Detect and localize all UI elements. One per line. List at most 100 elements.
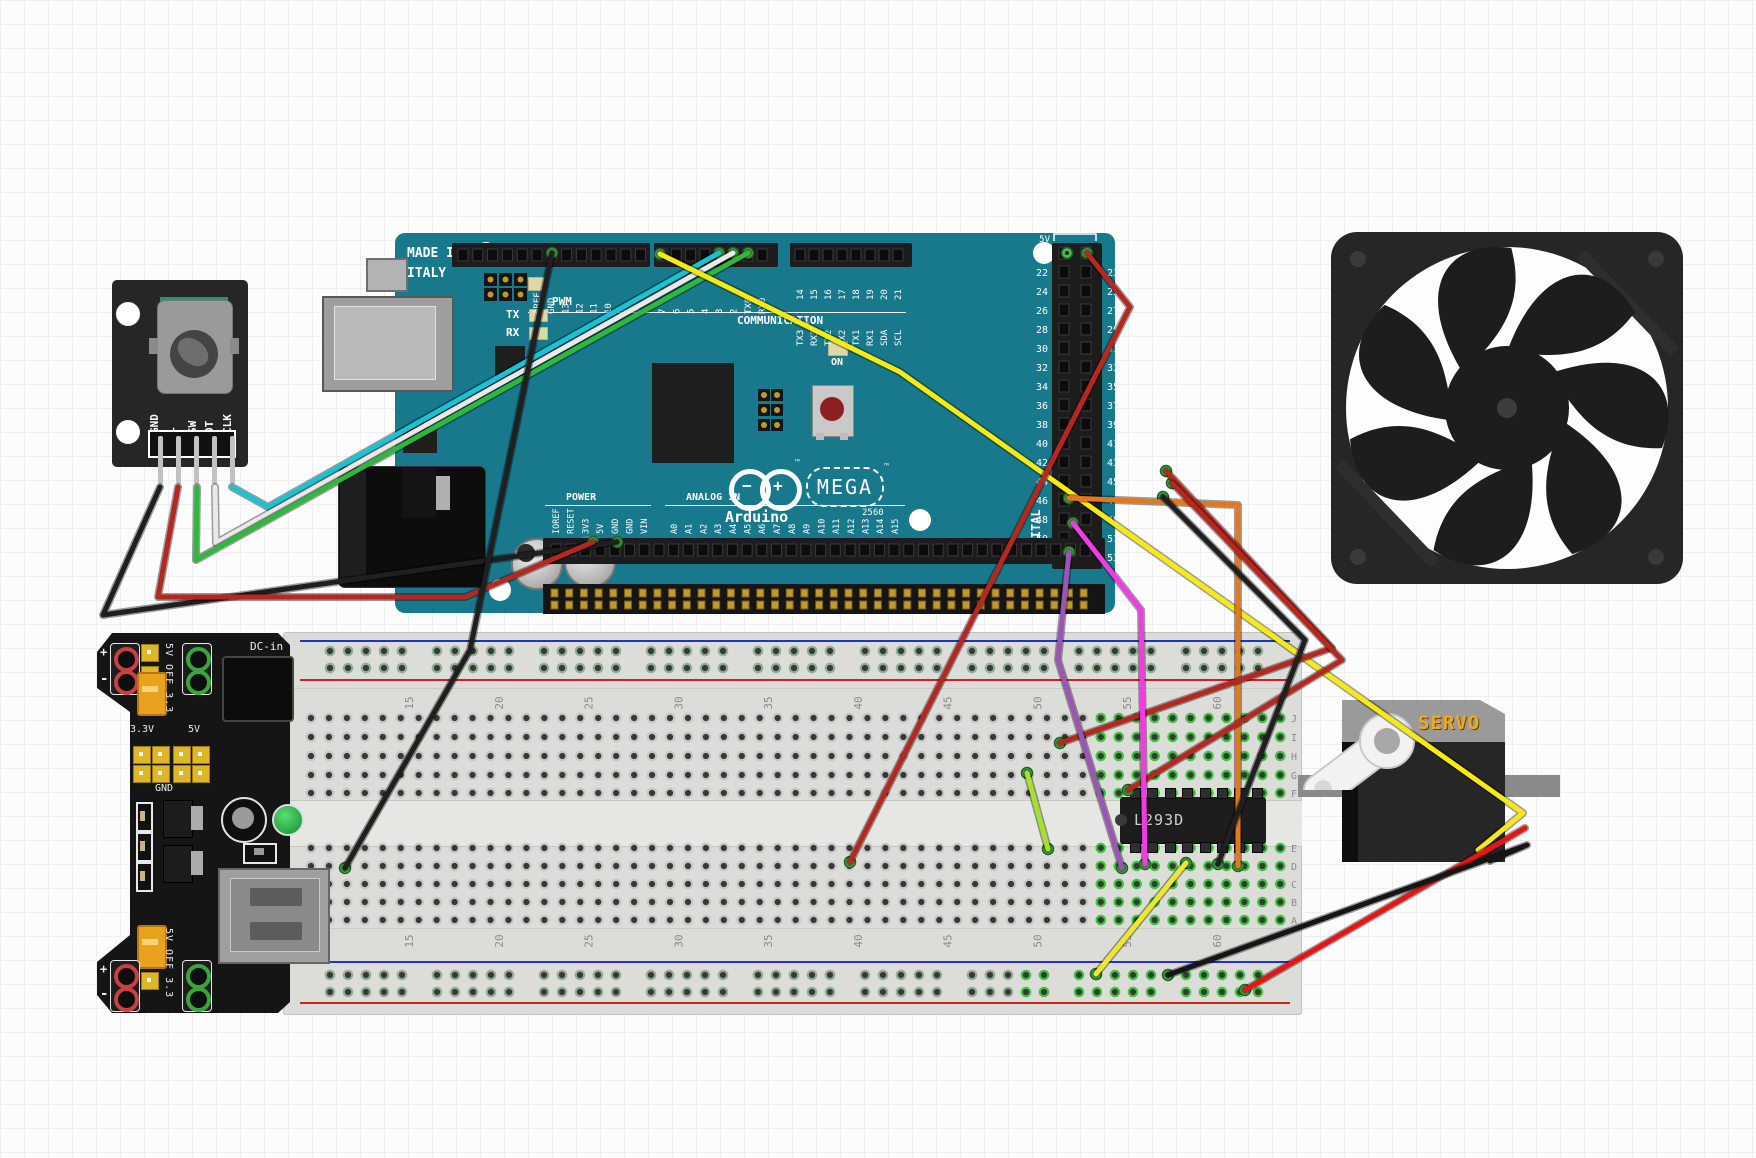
encoder-mounting-hole bbox=[113, 417, 143, 447]
chip-pin[interactable] bbox=[1199, 842, 1211, 853]
pm-plus-bottom: + bbox=[100, 962, 108, 976]
pm-5v-label: 5V bbox=[188, 724, 201, 735]
pm-regulator bbox=[163, 845, 193, 883]
pm-header-pin[interactable] bbox=[192, 746, 210, 764]
atmega2560-chip bbox=[652, 363, 734, 463]
led-tx bbox=[529, 309, 548, 322]
chip-number: 2560 bbox=[862, 508, 884, 518]
chip-notch bbox=[1115, 814, 1127, 826]
connection-dot[interactable] bbox=[1165, 476, 1179, 490]
analog-group-label: ANALOG IN bbox=[686, 492, 741, 503]
pm-out-pin[interactable] bbox=[186, 647, 211, 672]
chip-pin[interactable] bbox=[1251, 842, 1263, 853]
chip-pin[interactable] bbox=[1182, 788, 1194, 799]
mega-voltage-regulator-tab bbox=[436, 476, 450, 510]
capacitor bbox=[511, 538, 563, 590]
mounting-hole bbox=[489, 579, 511, 601]
chip-pin[interactable] bbox=[1217, 788, 1228, 799]
communication-label: COMMUNICATION bbox=[737, 314, 824, 327]
encoder-pin[interactable] bbox=[230, 436, 235, 484]
rail-line-blue-bottom bbox=[300, 961, 1290, 963]
pm-jumper-pin[interactable] bbox=[141, 644, 159, 662]
led-l bbox=[528, 277, 547, 291]
chip-pin[interactable] bbox=[1147, 842, 1159, 853]
encoder-pin[interactable] bbox=[212, 436, 217, 484]
chip-pin[interactable] bbox=[1199, 788, 1211, 799]
arduino-mega-board[interactable] bbox=[395, 233, 1115, 613]
chip-pin[interactable] bbox=[1234, 788, 1246, 799]
pm-usb-slot bbox=[250, 888, 302, 906]
pm-header-pin[interactable] bbox=[133, 746, 151, 764]
arduino-logo-minus: − bbox=[742, 476, 752, 495]
pm-usb-slot bbox=[250, 922, 302, 940]
encoder-tab bbox=[149, 338, 158, 354]
chip-pin[interactable] bbox=[1217, 842, 1228, 853]
cooling-fan[interactable] bbox=[1331, 232, 1683, 584]
reset-nub bbox=[840, 433, 848, 440]
pm-dcin-label: DC-in bbox=[250, 640, 284, 653]
pm-dc-jack[interactable] bbox=[222, 656, 294, 722]
connection-dot-center bbox=[1170, 481, 1174, 485]
led-tx-label: TX bbox=[506, 308, 520, 321]
pm-header-pin[interactable] bbox=[152, 746, 170, 764]
power-underline bbox=[545, 505, 651, 506]
capacitor bbox=[564, 536, 616, 588]
pm-header-pin[interactable] bbox=[173, 746, 191, 764]
fan-screw bbox=[1648, 251, 1664, 267]
usb-connector-inner bbox=[334, 306, 436, 380]
connection-dot[interactable] bbox=[1159, 464, 1173, 478]
pm-smd-diode bbox=[243, 843, 277, 864]
pm-header-pin[interactable] bbox=[152, 765, 170, 783]
mega-voltage-regulator bbox=[402, 468, 436, 518]
pm-dc-plus-pin[interactable] bbox=[114, 964, 139, 989]
chip-pin[interactable] bbox=[1182, 842, 1194, 853]
on-label: ON bbox=[831, 357, 844, 368]
pm-regulator-tab bbox=[191, 851, 203, 875]
encoder-dt-label: DT bbox=[203, 420, 216, 434]
usb-interface-chip bbox=[495, 346, 525, 376]
led-rx-label: RX bbox=[506, 326, 520, 339]
reset-button[interactable] bbox=[820, 397, 844, 421]
chip-pin[interactable] bbox=[1130, 788, 1141, 799]
italy-label: ITALY bbox=[407, 266, 447, 281]
chip-pin[interactable] bbox=[1251, 788, 1263, 799]
pm-header-pin[interactable] bbox=[133, 765, 151, 783]
chip-pin[interactable] bbox=[1130, 842, 1141, 853]
analog-underline bbox=[665, 505, 905, 506]
encoder-pin[interactable] bbox=[194, 436, 199, 484]
chip-pin[interactable] bbox=[1234, 842, 1246, 853]
chip-pin[interactable] bbox=[1164, 788, 1176, 799]
usb-connector-tab bbox=[366, 258, 408, 292]
l293d-chip[interactable]: L293D bbox=[1115, 788, 1266, 853]
servo-horn[interactable] bbox=[1280, 650, 1460, 790]
pm-jumper-cap-bottom[interactable] bbox=[137, 925, 167, 969]
pm-minus-bottom: - bbox=[100, 986, 109, 1002]
pm-gnd-label: GND bbox=[155, 783, 174, 794]
trademark: ™ bbox=[795, 458, 800, 467]
encoder-gnd-label: GND bbox=[148, 414, 161, 434]
pm-header-pin[interactable] bbox=[173, 765, 191, 783]
pm-out-pin[interactable] bbox=[186, 670, 211, 695]
pm-jumper-pin[interactable] bbox=[141, 972, 159, 990]
pm-header-pin[interactable] bbox=[192, 765, 210, 783]
pm-dc-minus-pin[interactable] bbox=[114, 987, 139, 1012]
led-on bbox=[828, 341, 848, 356]
pm-dc-plus-pin[interactable] bbox=[114, 647, 139, 672]
pm-dc-minus-pin[interactable] bbox=[114, 670, 139, 695]
connection-dot-center bbox=[1164, 469, 1168, 473]
chip-pin[interactable] bbox=[1164, 842, 1176, 853]
pm-switch-knob[interactable] bbox=[221, 797, 267, 843]
pm-jumper-cap-top[interactable] bbox=[137, 672, 167, 716]
encoder-plus-label: + bbox=[167, 388, 180, 434]
mega-small-ic bbox=[403, 427, 437, 453]
pm-33v-label: 3.3V bbox=[130, 724, 155, 735]
pm-out-pin[interactable] bbox=[186, 964, 211, 989]
mounting-hole bbox=[475, 242, 497, 264]
fan-blade bbox=[1546, 420, 1622, 555]
pm-out-pin[interactable] bbox=[186, 987, 211, 1012]
encoder-pin[interactable] bbox=[176, 436, 181, 484]
led-l-label: L bbox=[513, 276, 520, 289]
chip-pin[interactable] bbox=[1147, 788, 1159, 799]
connection-dot[interactable] bbox=[1156, 490, 1170, 504]
encoder-pin[interactable] bbox=[158, 436, 163, 484]
